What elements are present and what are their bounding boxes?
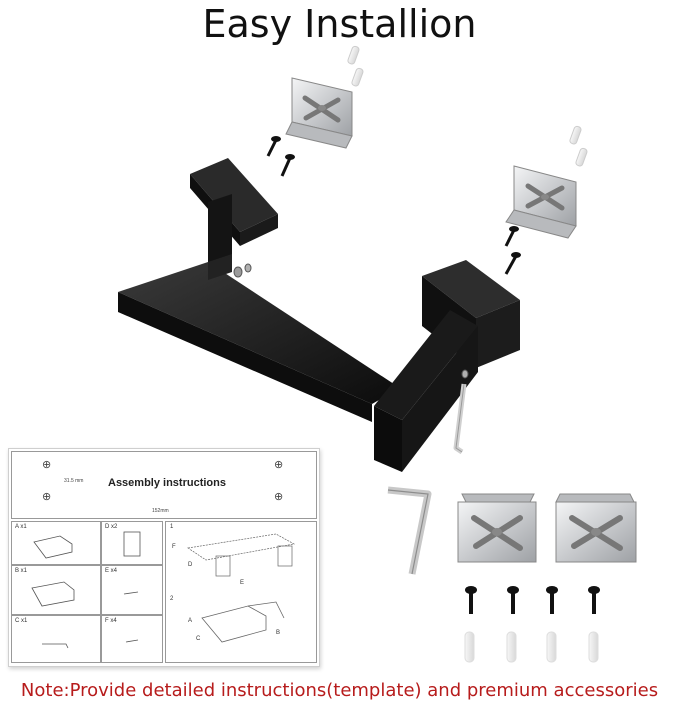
part-cell: B x1	[11, 565, 101, 615]
crosshair-icon: ⊕	[274, 459, 284, 471]
part-label: B x1	[15, 568, 28, 574]
dimension-horizontal: 152mm	[152, 508, 169, 514]
drilling-template: ⊕ ⊕ ⊕ ⊕ 31.5 mm 152mm Assembly instructi…	[11, 451, 317, 519]
part-f-icon	[125, 639, 139, 643]
wall-plug-icon	[464, 631, 599, 663]
instruction-sheet: ⊕ ⊕ ⊕ ⊕ 31.5 mm 152mm Assembly instructi…	[8, 448, 320, 667]
assembly-diagram-icon	[187, 533, 296, 643]
screw-icon	[266, 136, 295, 177]
crosshair-icon: ⊕	[274, 491, 284, 503]
mounting-bracket-icon	[457, 493, 537, 563]
hex-key-icon	[453, 383, 467, 455]
part-label: C x1	[15, 618, 28, 624]
part-b-icon	[31, 581, 75, 607]
part-label: A x1	[15, 524, 27, 530]
part-cell: F x4	[101, 615, 163, 663]
mounting-bracket-icon	[285, 77, 353, 149]
part-cell: D x2	[101, 521, 163, 565]
step-callout: F	[172, 544, 176, 550]
step-callout: D	[188, 562, 193, 568]
screw-icon	[504, 226, 521, 275]
part-label: E x4	[105, 568, 118, 574]
mounting-bracket-icon	[555, 493, 637, 563]
part-c-icon	[42, 643, 69, 649]
part-cell: C x1	[11, 615, 101, 663]
part-a-icon	[33, 535, 73, 559]
sheet-heading: Assembly instructions	[108, 477, 226, 489]
wall-plug-icon	[347, 45, 364, 87]
mounting-bracket-icon	[505, 165, 577, 239]
step-callout: E	[240, 580, 245, 586]
hex-key-icon	[387, 486, 432, 575]
step-callout: A	[188, 618, 193, 624]
dimension-vertical: 31.5 mm	[64, 478, 84, 484]
part-e-icon	[123, 591, 139, 595]
part-d-icon	[123, 531, 141, 557]
note-text: Note:Provide detailed instructions(templ…	[20, 680, 659, 701]
part-cell: E x4	[101, 565, 163, 615]
page-title: Easy Installion	[202, 2, 477, 46]
step-number: 1	[170, 524, 174, 530]
step-callout: B	[276, 630, 281, 636]
crosshair-icon: ⊕	[42, 459, 52, 471]
wall-plug-icon	[569, 125, 588, 167]
step-number: 2	[170, 596, 174, 602]
steps-panel: 1 F D E 2 A C B	[165, 521, 317, 663]
part-label: F x4	[105, 618, 117, 624]
part-cell: A x1	[11, 521, 101, 565]
crosshair-icon: ⊕	[42, 491, 52, 503]
paper-holder-icon	[118, 158, 520, 472]
screw-icon	[465, 586, 600, 614]
step-callout: C	[196, 636, 201, 642]
part-label: D x2	[105, 524, 118, 530]
